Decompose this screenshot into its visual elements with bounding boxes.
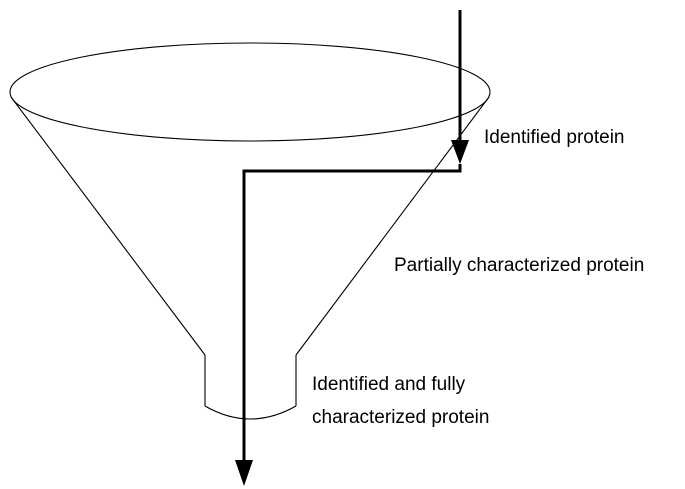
protein-path-arrow [235,10,469,486]
label-identified-protein: Identified protein [484,127,625,148]
funnel-rim [9,42,491,142]
arrow-head-down-lower [235,460,253,486]
funnel-left-side [10,96,206,356]
arrow-head-down-upper [451,140,469,164]
label-fully-characterized-line2: characterized protein [312,407,489,428]
label-fully-characterized-line1: Identified and fully [312,374,466,395]
funnel [9,42,491,420]
funnel-spout-bottom [204,405,297,420]
arrow-path-segment [242,164,462,462]
label-partially-characterized-protein: Partially characterized protein [394,255,644,276]
